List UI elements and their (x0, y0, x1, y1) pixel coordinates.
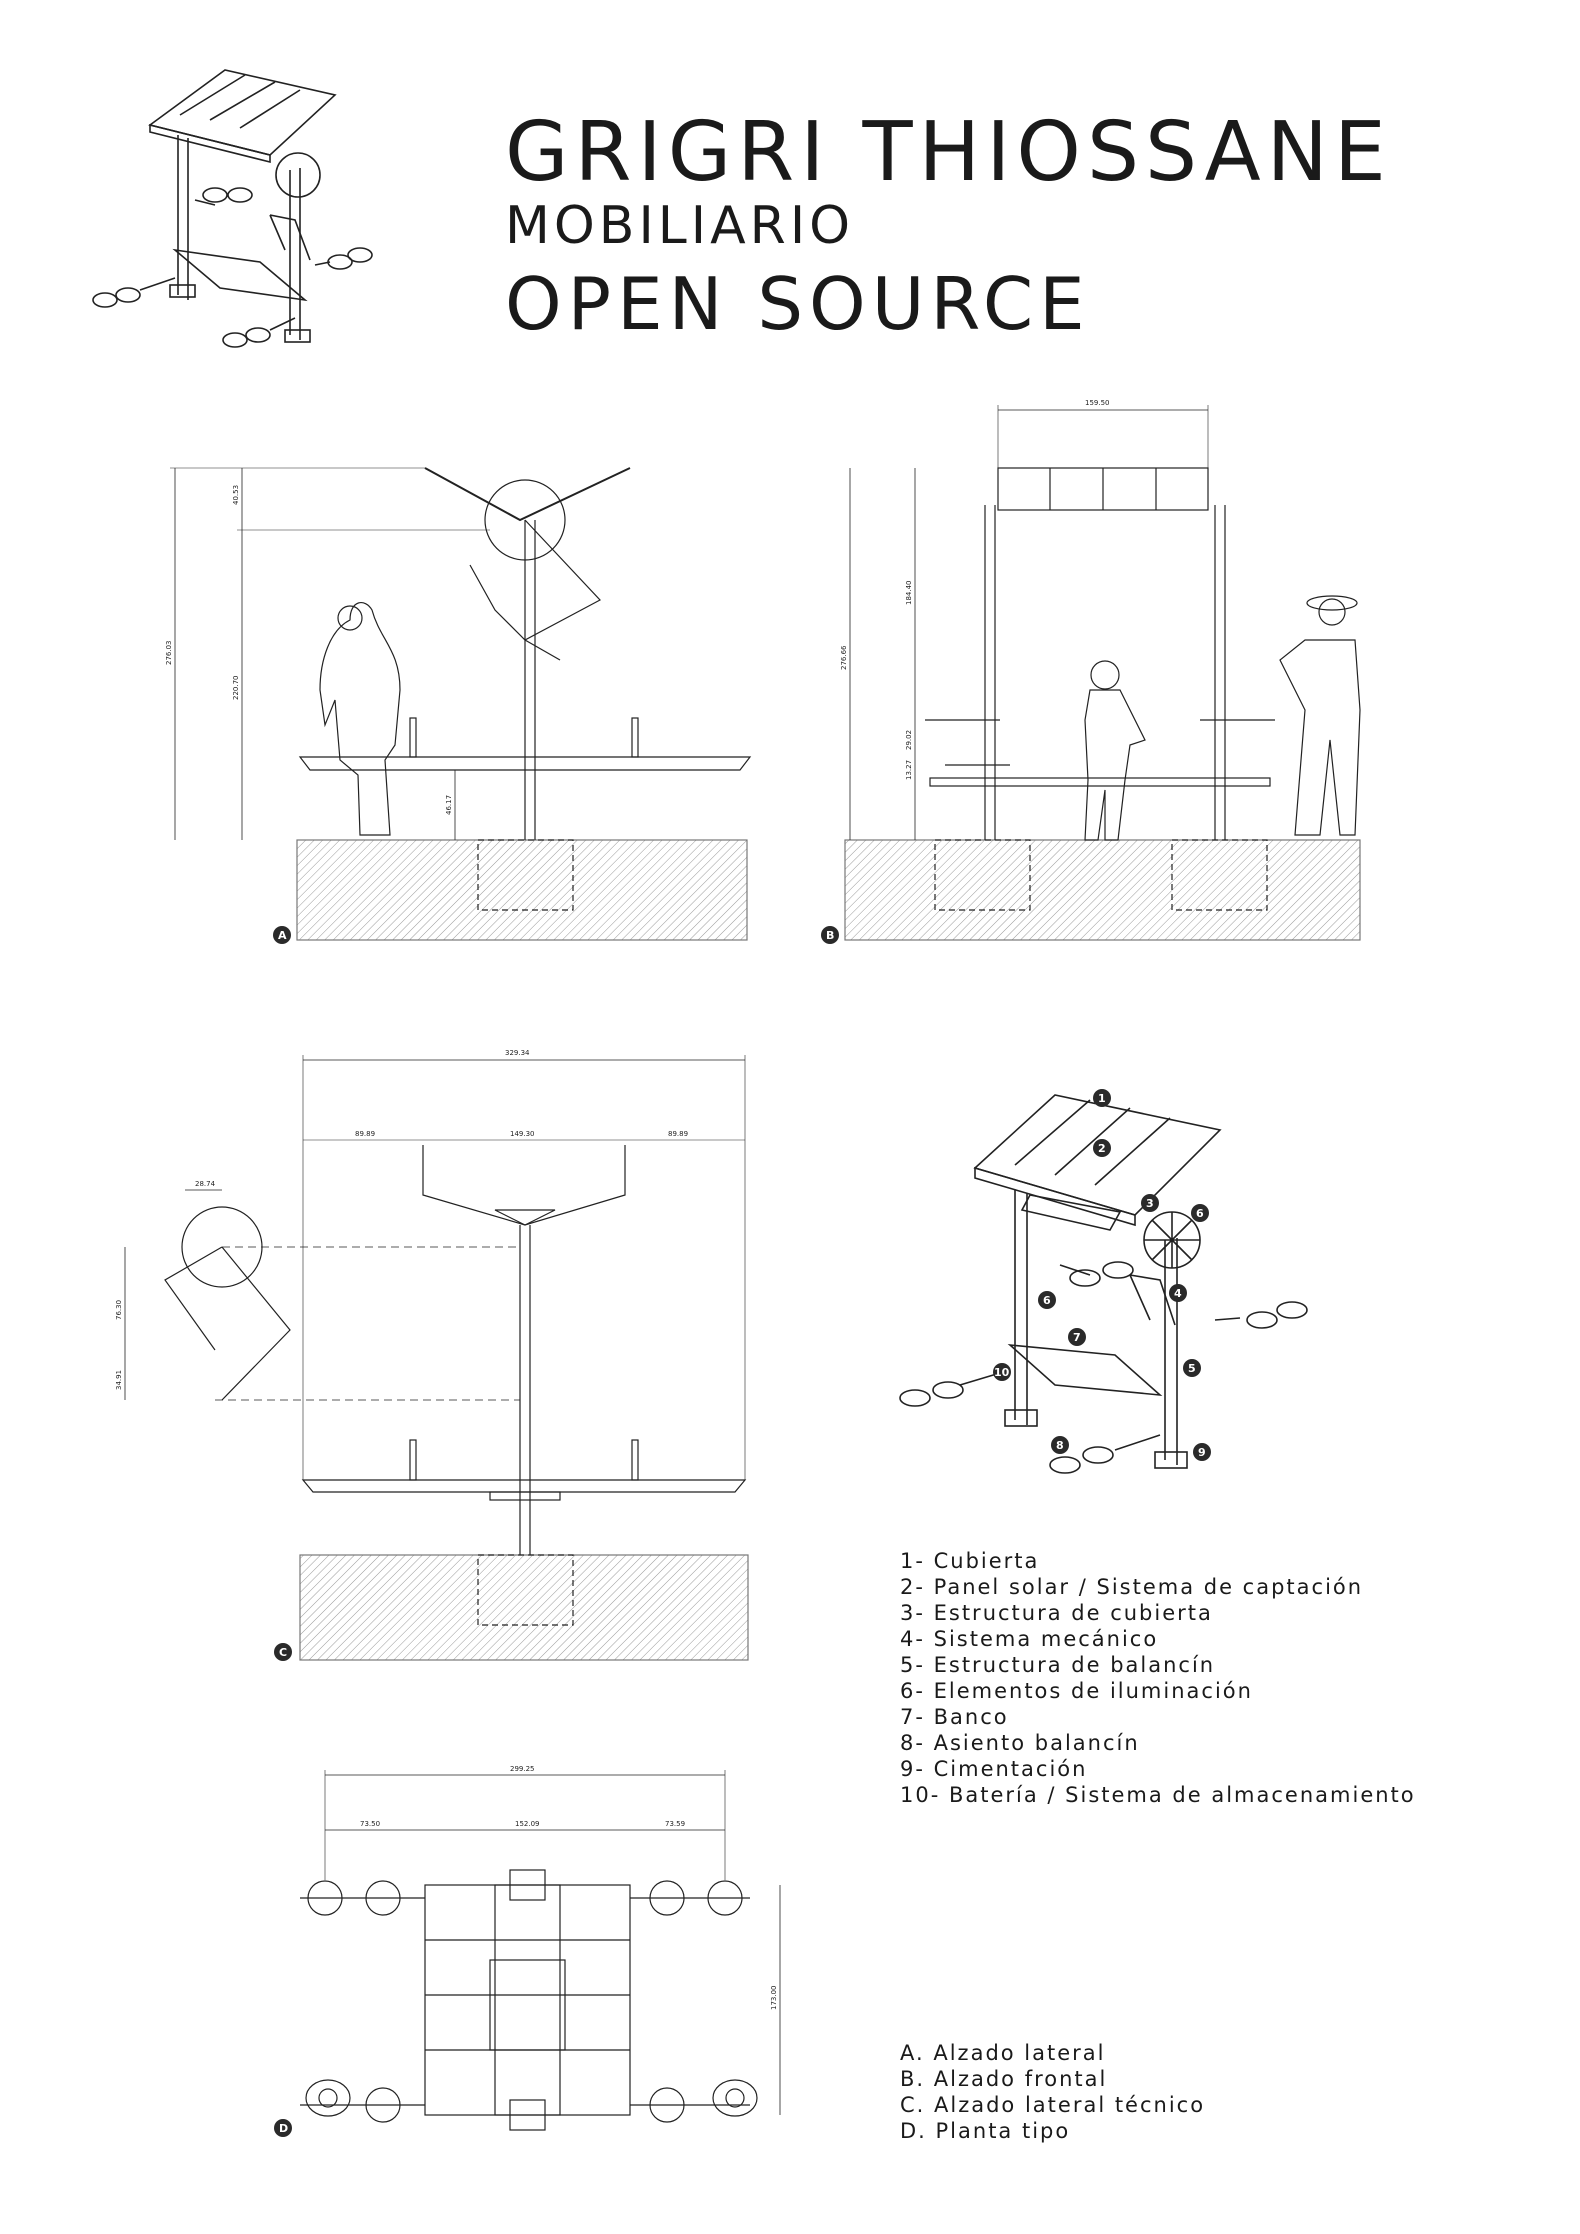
view-c-technical-side-elevation (124, 1055, 749, 1661)
view-marker-a-label: A (278, 929, 287, 942)
view-a-side-elevation (170, 467, 752, 941)
view-marker-d-label: D (279, 2122, 288, 2135)
part-marker-label: 10 (994, 1366, 1010, 1379)
dim-a-seat: 46.17 (445, 795, 453, 815)
part-marker-label: 7 (1073, 1331, 1081, 1344)
part-marker (1183, 1359, 1201, 1377)
part-marker (993, 1363, 1011, 1381)
part-marker (1051, 1436, 1069, 1454)
dim-d-right: 73.59 (665, 1820, 685, 1828)
legend-item: 8- Asiento balancín (900, 1731, 1140, 1755)
dim-c-left: 89.89 (355, 1130, 375, 1138)
legend-item: D. Planta tipo (900, 2119, 1071, 2143)
legend-item: A. Alzado lateral (900, 2041, 1106, 2065)
dim-c-total: 329.34 (505, 1049, 530, 1057)
part-marker-label: 2 (1098, 1142, 1106, 1155)
parts-legend: 1- Cubierta 2- Panel solar / Sistema de … (900, 1548, 1416, 1808)
thumbnail-isometric (92, 69, 373, 348)
legend-item: 3- Estructura de cubierta (900, 1601, 1213, 1625)
view-marker-c-label: C (279, 1646, 287, 1659)
legend-item: C. Alzado lateral técnico (900, 2093, 1206, 2117)
legend-item: 4- Sistema mecánico (900, 1627, 1159, 1651)
legend-item: 10- Batería / Sistema de almacenamiento (900, 1783, 1416, 1807)
title-tagline: OPEN SOURCE (505, 262, 1091, 346)
dim-c-mid: 149.30 (510, 1130, 535, 1138)
part-marker-label: 6 (1196, 1207, 1204, 1220)
part-marker-label: 4 (1174, 1287, 1182, 1300)
dim-a-total: 276.03 (165, 641, 173, 666)
part-marker (1068, 1328, 1086, 1346)
dim-b-mid: 29.02 (905, 730, 913, 750)
dim-b-low: 13.27 (905, 760, 913, 780)
legend-item: 7- Banco (900, 1705, 1009, 1729)
legend-item: 2- Panel solar / Sistema de captación (900, 1575, 1364, 1599)
dim-d-left: 73.50 (360, 1820, 380, 1828)
dim-d-depth: 173.00 (770, 1986, 778, 2011)
part-marker-label: 3 (1146, 1197, 1154, 1210)
dim-c-right: 89.89 (668, 1130, 688, 1138)
dim-d-mid: 152.09 (515, 1820, 540, 1828)
part-marker (1169, 1284, 1187, 1302)
view-b-front-elevation (844, 405, 1361, 941)
part-marker-label: 8 (1056, 1439, 1064, 1452)
part-marker (1093, 1139, 1111, 1157)
view-marker-d (274, 2119, 292, 2137)
isometric-exploded-view (899, 1094, 1308, 1474)
dim-b-width: 159.50 (1085, 399, 1110, 407)
legend-item: B. Alzado frontal (900, 2067, 1108, 2091)
view-marker-b-label: B (826, 929, 834, 942)
part-markers: 1 2 3 4 5 6 6 7 8 9 10 (993, 1089, 1211, 1461)
part-marker-label: 5 (1188, 1362, 1196, 1375)
part-marker-label: 6 (1043, 1294, 1051, 1307)
dim-b-upper: 184.40 (905, 581, 913, 606)
title-main: GRIGRI THIOSSANE (505, 105, 1392, 200)
legend-item: 6- Elementos de iluminación (900, 1679, 1253, 1703)
part-marker (1193, 1443, 1211, 1461)
dim-a-mid: 220.70 (232, 676, 240, 701)
legend-item: 1- Cubierta (900, 1549, 1040, 1573)
view-marker-c (274, 1643, 292, 1661)
part-marker (1093, 1089, 1111, 1107)
dim-c-wheel: 28.74 (195, 1180, 216, 1188)
part-marker-label: 1 (1098, 1092, 1106, 1105)
view-d-plan (300, 1770, 781, 2131)
dim-a-top: 40.53 (232, 485, 240, 505)
legend-item: 9- Cimentación (900, 1757, 1088, 1781)
part-marker (1141, 1194, 1159, 1212)
views-legend: A. Alzado lateral B. Alzado frontal C. A… (900, 2040, 1205, 2144)
legend-item: 5- Estructura de balancín (900, 1653, 1216, 1677)
part-marker (1038, 1291, 1056, 1309)
dim-c-arm1: 76.30 (115, 1300, 123, 1320)
view-marker-a (273, 926, 291, 944)
view-marker-b (821, 926, 839, 944)
dim-d-total: 299.25 (510, 1765, 535, 1773)
dim-c-arm2: 34.91 (115, 1370, 123, 1390)
title-sub: MOBILIARIO (505, 196, 855, 256)
part-marker-label: 9 (1198, 1446, 1206, 1459)
part-marker (1191, 1204, 1209, 1222)
dim-b-total: 276.66 (840, 645, 848, 670)
